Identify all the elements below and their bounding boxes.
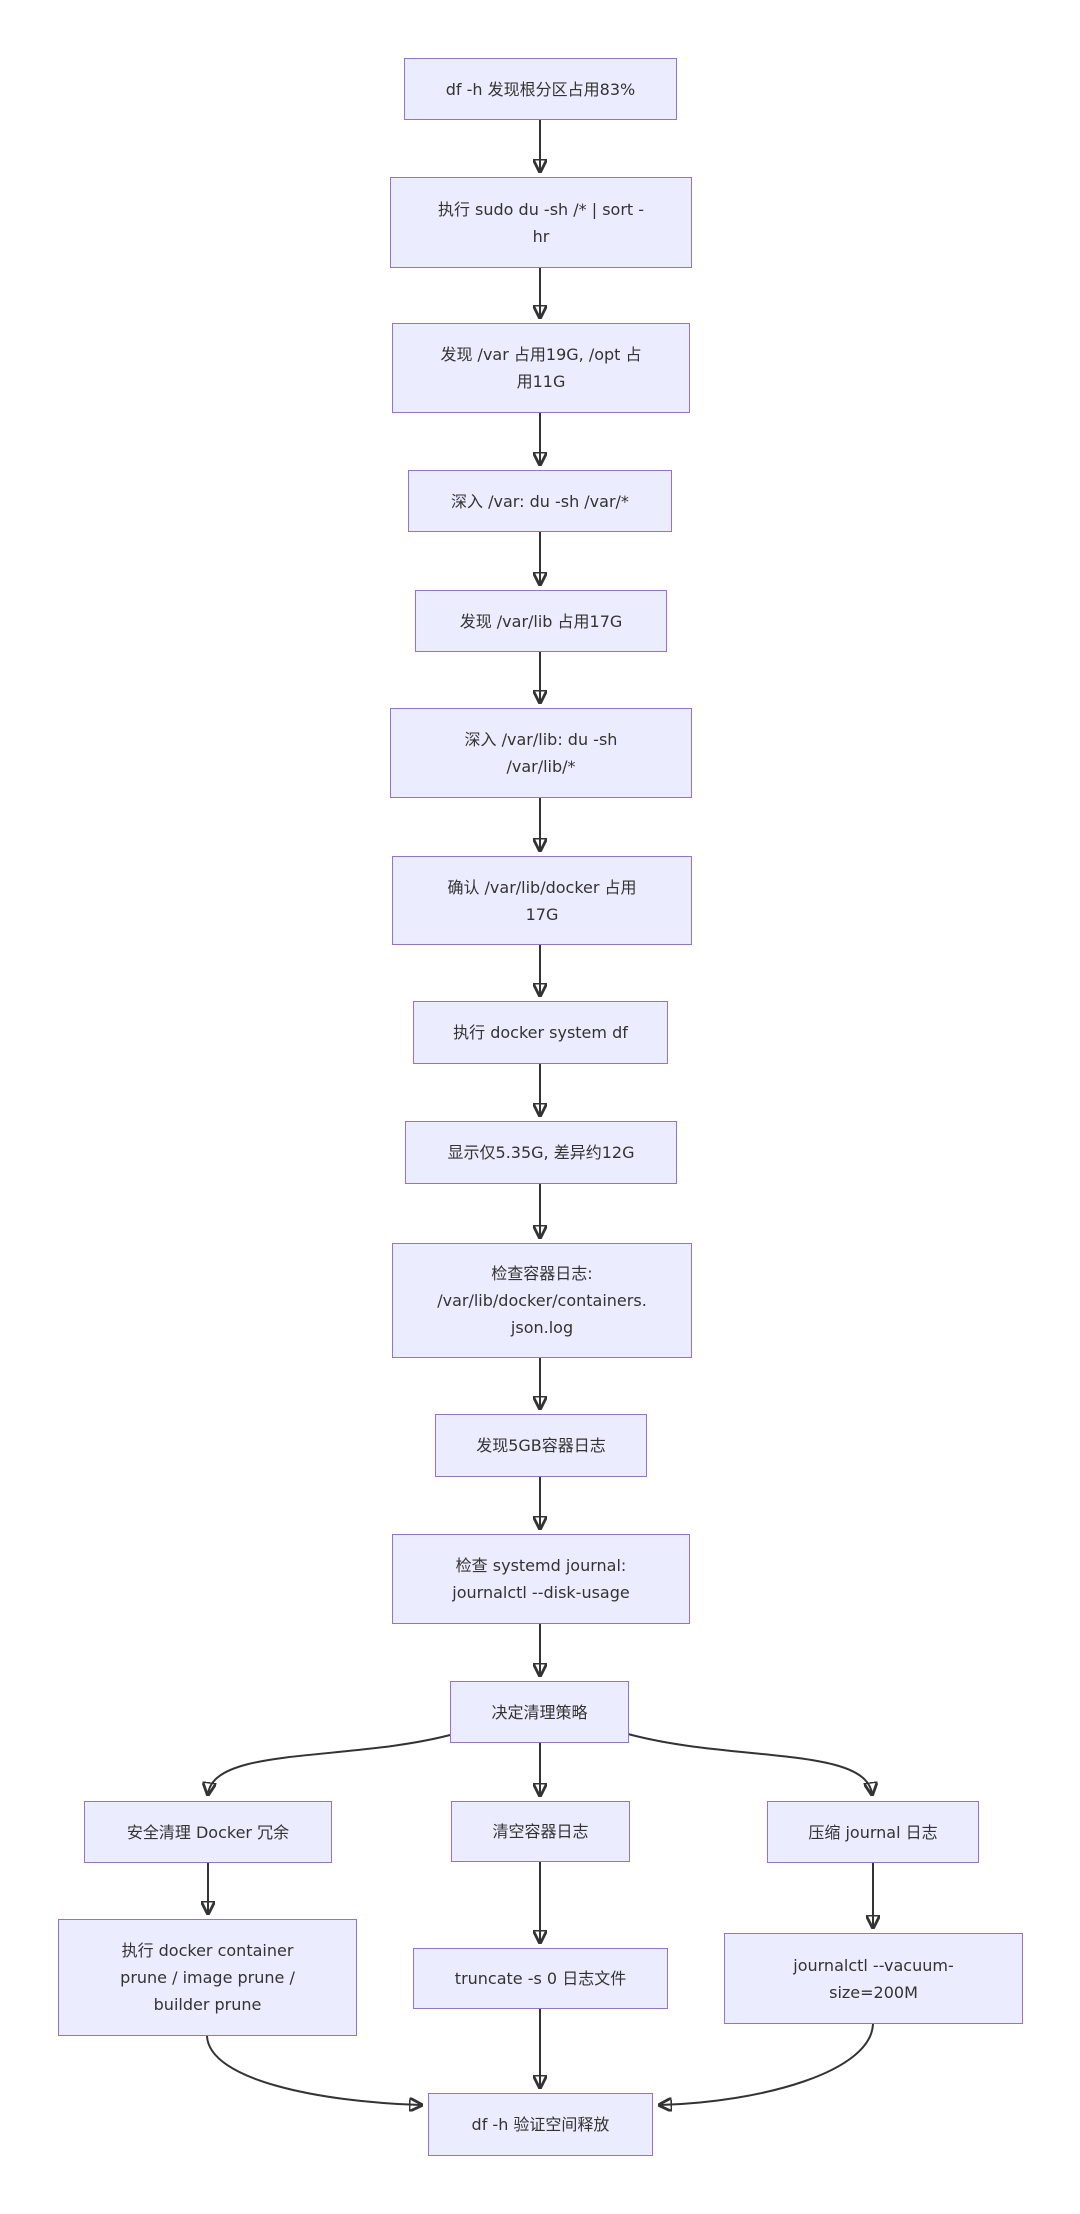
edge-docker-prune-cmds-to-verify-df — [206, 2035, 421, 2105]
node-label: 执行 docker system df — [453, 1023, 628, 1042]
flow-node-du-varlib: 深入 /var/lib: du -sh /var/lib/* — [390, 708, 692, 798]
node-label: 决定清理策略 — [491, 1702, 588, 1722]
flow-node-docker-usage: 确认 /var/lib/docker 占用 17G — [392, 856, 692, 945]
node-label: df -h 验证空间释放 — [471, 2115, 610, 2134]
node-label: 检查容器日志: /var/lib/docker/containers. json… — [437, 1264, 647, 1337]
node-label: 安全清理 Docker 冗余 — [126, 1822, 290, 1842]
flow-node-var-opt-usage: 发现 /var 占用19G, /opt 占 用11G — [392, 323, 690, 413]
node-label: 检查 systemd journal: journalctl --disk-us… — [452, 1556, 630, 1602]
flow-node-compress-journal: 压缩 journal 日志 — [767, 1801, 979, 1863]
node-label: 显示仅5.35G, 差异约12G — [447, 1143, 635, 1162]
flow-node-clear-container-logs: 清空容器日志 — [451, 1801, 630, 1862]
node-label: 执行 sudo du -sh /* | sort - hr — [437, 199, 645, 246]
flow-node-check-journal: 检查 systemd journal: journalctl --disk-us… — [392, 1534, 690, 1624]
node-label: 执行 docker container prune / image prune … — [120, 1941, 295, 2014]
flow-node-df-discovery: df -h 发现根分区占用83% — [404, 58, 677, 120]
flow-node-check-container-logs: 检查容器日志: /var/lib/docker/containers. json… — [392, 1243, 692, 1358]
flow-node-docker-system-df: 执行 docker system df — [413, 1001, 668, 1064]
flow-node-varlib-usage: 发现 /var/lib 占用17G — [415, 590, 667, 652]
edge-decide-strategy-to-safe-prune — [208, 1733, 455, 1794]
node-label: 确认 /var/lib/docker 占用 17G — [447, 877, 637, 924]
flow-node-docker-prune-cmds: 执行 docker container prune / image prune … — [58, 1919, 357, 2036]
node-label: 发现 /var/lib 占用17G — [459, 611, 623, 631]
flow-node-du-var: 深入 /var: du -sh /var/* — [408, 470, 672, 532]
node-label: df -h 发现根分区占用83% — [445, 79, 636, 99]
flow-node-diff-12g: 显示仅5.35G, 差异约12G — [405, 1121, 677, 1184]
flow-node-vacuum-cmd: journalctl --vacuum- size=200M — [724, 1933, 1023, 2024]
flow-node-verify-df: df -h 验证空间释放 — [428, 2093, 653, 2156]
node-label: 发现 /var 占用19G, /opt 占 用11G — [440, 345, 642, 391]
edge-decide-strategy-to-compress-journal — [627, 1733, 872, 1794]
flow-node-du-scan: 执行 sudo du -sh /* | sort - hr — [390, 177, 692, 268]
node-label: truncate -s 0 日志文件 — [454, 1969, 627, 1988]
node-label: 发现5GB容器日志 — [476, 1436, 606, 1455]
flow-node-truncate-cmd: truncate -s 0 日志文件 — [413, 1948, 668, 2009]
edge-vacuum-cmd-to-verify-df — [660, 2023, 874, 2105]
flow-node-found-5gb-logs: 发现5GB容器日志 — [435, 1414, 647, 1477]
node-label: 压缩 journal 日志 — [808, 1822, 938, 1842]
node-label: 深入 /var: du -sh /var/* — [451, 491, 629, 511]
flow-node-safe-prune: 安全清理 Docker 冗余 — [84, 1801, 332, 1863]
node-label: journalctl --vacuum- size=200M — [793, 1955, 954, 2002]
node-label: 清空容器日志 — [492, 1822, 589, 1841]
node-label: 深入 /var/lib: du -sh /var/lib/* — [464, 730, 618, 776]
flow-node-decide-strategy: 决定清理策略 — [450, 1681, 629, 1743]
